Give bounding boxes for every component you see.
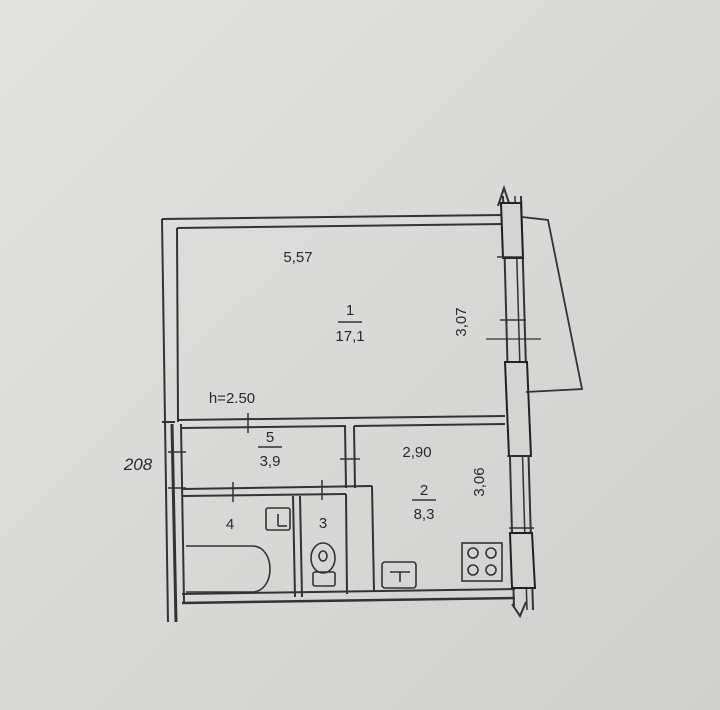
- stove-burner-4: [485, 564, 497, 576]
- kitchen-sink-basin: [381, 561, 417, 589]
- sink-icon: [265, 507, 291, 531]
- room4-number: 4: [226, 516, 234, 533]
- sink-basin: [265, 507, 291, 531]
- room1-number: 1: [346, 302, 354, 319]
- window-block-middle: [503, 361, 533, 457]
- stove-burner-1: [467, 547, 479, 559]
- bath-wc-divider-left: [292, 495, 296, 598]
- room5-area: 3,9: [260, 453, 281, 470]
- partition-top: [177, 415, 506, 421]
- top-outer-wall: [161, 214, 504, 220]
- kitchen-width-label: 2,90: [402, 444, 431, 461]
- balcony-outline: [521, 216, 584, 393]
- left-wall-lower-inner: [180, 423, 185, 603]
- toilet-hole: [318, 550, 328, 562]
- bath-partition-top: [182, 485, 373, 490]
- stove-body: [461, 542, 503, 582]
- partition-bottom-kitchen: [353, 423, 506, 427]
- partition-bottom: [180, 425, 347, 429]
- stove-burner-2: [485, 547, 497, 559]
- hall-kitchen-wall-right: [353, 425, 356, 489]
- top-inner-wall: [176, 223, 504, 229]
- room5-number: 5: [266, 429, 274, 446]
- bottom-inner-wall: [181, 588, 516, 595]
- right-wall-break-bottom: [511, 601, 527, 619]
- left-inner-wall-upper: [176, 227, 179, 423]
- hall-kitchen-wall-left: [344, 425, 347, 489]
- right-wall-break-top: [497, 184, 511, 207]
- window-block-bottom: [508, 532, 537, 589]
- bath-wc-divider-right: [299, 495, 303, 598]
- room1-area: 17,1: [335, 328, 364, 345]
- building-number-label: 208: [123, 455, 153, 474]
- room1-width-label: 5,57: [283, 249, 312, 266]
- kitchen-sink-icon: [381, 561, 417, 589]
- ceiling-height-label: h=2.50: [209, 390, 255, 407]
- toilet-bowl: [310, 542, 336, 574]
- room2-number: 2: [420, 482, 428, 499]
- fraction-bars: [258, 321, 436, 501]
- kitchen-depth-label: 3,06: [471, 467, 488, 496]
- stove-burner-3: [467, 564, 479, 576]
- wall-ticks: [168, 256, 534, 529]
- wc-kitchen-wall-right: [371, 485, 375, 593]
- toilet-tank: [312, 571, 336, 587]
- window-block-top: [499, 202, 525, 259]
- balcony: [486, 216, 584, 393]
- left-wall-lower: [170, 423, 178, 623]
- room3-number: 3: [319, 515, 327, 532]
- bathtub-icon: [186, 545, 271, 593]
- bath-partition-bottom: [182, 493, 347, 497]
- room1-depth-label: 3,07: [453, 307, 470, 336]
- toilet-icon: [310, 542, 336, 587]
- bottom-outer-wall: [181, 596, 516, 605]
- wc-kitchen-wall-left: [345, 493, 348, 595]
- room2-area: 8,3: [414, 506, 435, 523]
- left-outer-wall: [161, 218, 169, 623]
- stove-icon: [461, 542, 503, 582]
- window-blocks: [499, 202, 537, 589]
